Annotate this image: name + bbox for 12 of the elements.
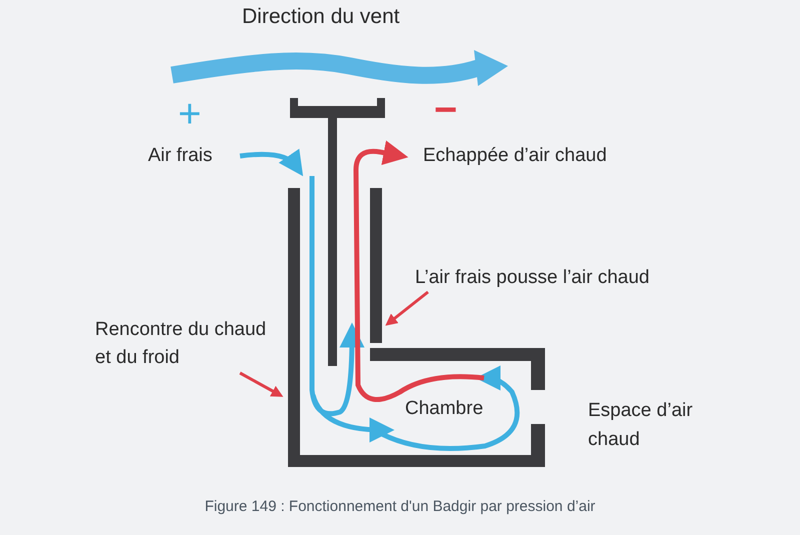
callout-text: Rencontre du chaud et du froid [95, 316, 275, 372]
flow-label: Echappée d’air chaud [423, 144, 607, 168]
flow-label: Espace d’air chaud [588, 399, 694, 452]
flow-label: Air frais [148, 144, 212, 168]
leader-arrow [385, 290, 429, 326]
wind-label: Direction du vent [242, 4, 400, 30]
caption: Figure 149 : Fonctionnement d'un Badgir par pression d’air [204, 497, 596, 517]
minus-sign: − [434, 88, 458, 132]
leader-arrow [239, 372, 284, 397]
callout-text: L’air frais pousse l’air chaud [415, 265, 650, 291]
plus-sign: + [178, 92, 202, 136]
room-label: Chambre [405, 397, 484, 421]
